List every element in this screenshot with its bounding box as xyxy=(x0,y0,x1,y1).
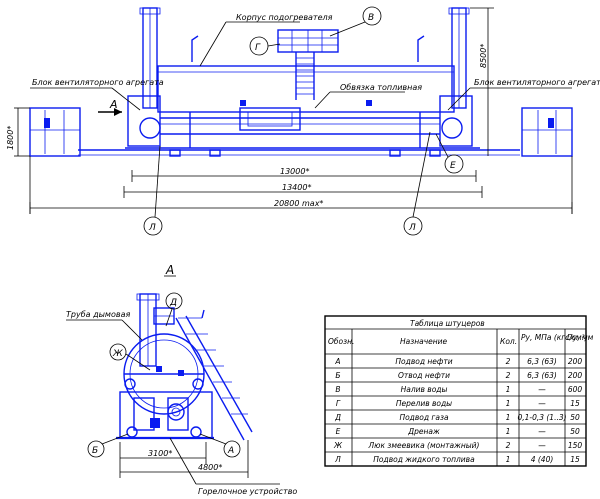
cell-diameter: 15 xyxy=(570,399,580,408)
cell-designation: Д xyxy=(334,413,341,422)
cell-designation: Л xyxy=(334,455,341,464)
cell-diameter: 50 xyxy=(570,427,580,436)
cell-qty: 1 xyxy=(506,455,511,464)
cell-purpose: Дренаж xyxy=(407,427,440,436)
cell-designation: Г xyxy=(336,399,341,408)
callout-a: А xyxy=(227,446,234,456)
cell-purpose: Люк змеевика (монтажный) xyxy=(368,441,480,450)
cell-purpose: Подвод газа xyxy=(399,413,449,422)
table-row: В Налив воды 1 — 600 xyxy=(335,385,582,394)
cell-purpose: Налив воды xyxy=(401,385,448,394)
table-row: Е Дренаж 1 — 50 xyxy=(336,427,580,436)
callout-b: Б xyxy=(92,446,98,456)
cell-designation: Ж xyxy=(333,441,343,450)
cell-qty: 1 xyxy=(506,413,511,422)
cell-purpose: Подвод жидкого топлива xyxy=(373,455,475,464)
th-diameter: Dу, мм xyxy=(567,333,594,342)
cell-purpose: Отвод нефти xyxy=(398,371,450,380)
label-fan-block-right: Блок вентиляторного агрегата xyxy=(474,78,600,87)
label-heater-housing: Корпус подогревателя xyxy=(236,13,333,22)
cell-pressure: 4 (40) xyxy=(531,455,554,464)
cell-pressure: — xyxy=(538,427,546,436)
label-burner: Горелочное устройство xyxy=(198,487,297,496)
callout-d: Д xyxy=(169,298,177,308)
cell-pressure: 0,1-0,3 (1..3) xyxy=(517,413,566,422)
label-fuel-piping: Обвязка топливная xyxy=(340,83,422,92)
side-view-title: А xyxy=(165,263,174,277)
callout-zh: Ж xyxy=(112,349,123,359)
dim-13000: 13000* xyxy=(280,167,309,176)
dim-3100: 3100* xyxy=(148,449,172,458)
cell-designation: А xyxy=(334,357,340,366)
cell-pressure: — xyxy=(538,385,546,394)
cell-diameter: 15 xyxy=(570,455,580,464)
main-elevation-view: Корпус подогревателя Блок вентиляторного… xyxy=(6,6,600,236)
cell-diameter: 200 xyxy=(568,357,583,366)
cell-pressure: 6,3 (63) xyxy=(527,371,557,380)
view-arrow-label: А xyxy=(109,98,118,111)
dim-20800: 20800 max* xyxy=(274,199,323,208)
cell-qty: 1 xyxy=(506,399,511,408)
nozzle-table: Таблица штуцеров Обозн. Назначение Кол. … xyxy=(324,315,594,467)
th-pressure: Pу, МПа (кгс/см²) xyxy=(521,333,588,342)
th-purpose: Назначение xyxy=(400,337,448,346)
callout-g: Г xyxy=(255,43,261,53)
cell-qty: 2 xyxy=(506,357,511,366)
callout-e: Е xyxy=(450,161,456,171)
cell-diameter: 200 xyxy=(568,371,583,380)
table-row: Б Отвод нефти 2 6,3 (63) 200 xyxy=(335,371,582,380)
th-qty: Кол. xyxy=(500,337,517,346)
callout-l-right: Л xyxy=(408,223,416,233)
cell-designation: В xyxy=(335,385,340,394)
dim-13400: 13400* xyxy=(282,183,311,192)
cell-diameter: 50 xyxy=(570,413,580,422)
cell-pressure: — xyxy=(538,441,546,450)
cell-designation: Е xyxy=(336,427,341,436)
cell-diameter: 150 xyxy=(568,441,583,450)
cell-qty: 2 xyxy=(506,441,511,450)
cell-qty: 1 xyxy=(506,427,511,436)
dim-1800: 1800* xyxy=(6,126,15,150)
dim-4800: 4800* xyxy=(198,463,222,472)
table-row: Д Подвод газа 1 0,1-0,3 (1..3) 50 xyxy=(334,413,580,422)
cell-purpose: Перелив воды xyxy=(396,399,452,408)
callout-l-left: Л xyxy=(148,223,156,233)
heater-housing xyxy=(157,65,455,113)
table-title: Таблица штуцеров xyxy=(410,319,485,328)
cell-designation: Б xyxy=(335,371,340,380)
label-fan-block-left: Блок вентиляторного агрегата xyxy=(32,78,164,87)
table-row: Ж Люк змеевика (монтажный) 2 — 150 xyxy=(333,441,582,450)
table-row: А Подвод нефти 2 6,3 (63) 200 xyxy=(334,357,582,366)
cell-diameter: 600 xyxy=(568,385,583,394)
fan-block-left xyxy=(29,107,81,157)
label-chimney: Труба дымовая xyxy=(66,310,130,319)
dim-8500: 8500* xyxy=(479,44,488,68)
cell-qty: 1 xyxy=(506,385,511,394)
th-designation: Обозн. xyxy=(328,337,354,346)
side-view-a: А xyxy=(66,263,297,496)
cell-qty: 2 xyxy=(506,371,511,380)
cell-pressure: — xyxy=(538,399,546,408)
cell-pressure: 6,3 (63) xyxy=(527,357,557,366)
fan-block-right xyxy=(521,107,573,157)
callout-v: В xyxy=(368,13,374,23)
table-row: Л Подвод жидкого топлива 1 4 (40) 15 xyxy=(334,455,580,464)
cell-purpose: Подвод нефти xyxy=(395,357,452,366)
table-row: Г Перелив воды 1 — 15 xyxy=(336,399,580,408)
